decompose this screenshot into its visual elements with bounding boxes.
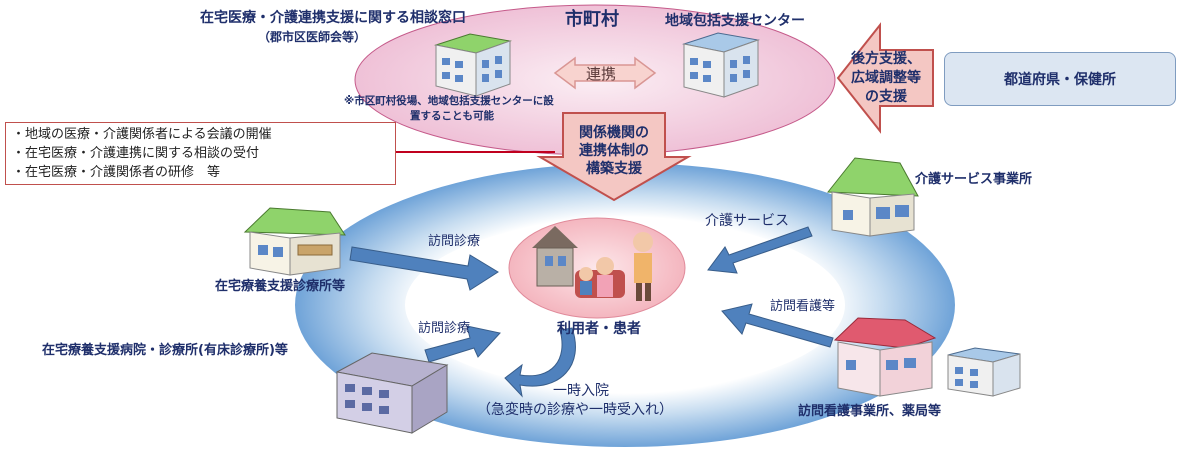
visit-nursing-flow-label: 訪問看護等 xyxy=(770,299,836,314)
visit-nursing-arrow xyxy=(721,303,834,348)
visiting-nursing-office-label: 訪問看護事業所、薬局等 xyxy=(798,404,942,419)
community-center-label: 地域包括支援センター xyxy=(665,13,805,29)
pharmacy-building-icon xyxy=(947,347,1021,397)
community-center-building-icon xyxy=(682,32,760,98)
care-service-house-icon xyxy=(826,157,919,237)
care-service-flow-label: 介護サービス xyxy=(705,213,789,229)
link-double-arrow xyxy=(553,56,657,90)
support-line-3: の支援 xyxy=(865,89,907,105)
note-line-2: 置することも可能 xyxy=(410,110,494,122)
support-line-1: 後方支援、 xyxy=(851,51,921,67)
coordination-line-3: 構築支援 xyxy=(586,161,642,177)
support-arrow xyxy=(836,22,934,134)
city-title: 市町村 xyxy=(565,9,619,30)
admission-arrow xyxy=(504,327,576,398)
visit-medical-label-2: 訪問診療 xyxy=(418,321,471,336)
note-line-1: ※市区町村役場、地域包括支援センターに設 xyxy=(344,95,554,107)
patient-family-icon xyxy=(532,226,653,301)
support-line-2: 広域調整等 xyxy=(851,70,921,86)
care-service-office-label: 介護サービス事業所 xyxy=(915,172,1033,187)
link-label: 連携 xyxy=(586,65,617,83)
coordination-line-1: 関係機関の xyxy=(579,125,649,141)
consultation-building-icon xyxy=(434,33,512,97)
visit-medical-arrow-1 xyxy=(349,246,499,291)
coordination-arrow xyxy=(536,112,692,202)
activity-item: ・在宅医療・介護連携に関する相談の受付 xyxy=(12,146,260,161)
visiting-nursing-house-icon xyxy=(833,317,937,397)
prefecture-box: 都道府県・保健所 xyxy=(944,52,1176,106)
admission-sub-label: （急変時の診療や一時受入れ） xyxy=(477,402,673,418)
activity-item: ・地域の医療・介護関係者による会議の開催 xyxy=(12,127,272,142)
coordination-arrow-text: 関係機関の 連携体制の 構築支援 xyxy=(555,124,673,178)
visit-medical-label-1: 訪問診療 xyxy=(428,234,481,249)
coordination-line-2: 連携体制の xyxy=(579,143,649,159)
consultation-window-sub: （郡市区医師会等） xyxy=(258,30,367,44)
support-arrow-text: 後方支援、 広域調整等 の支援 xyxy=(836,50,936,107)
home-clinic-label: 在宅療養支援診療所等 xyxy=(215,279,346,294)
activity-item: ・在宅医療・介護関係者の研修 等 xyxy=(12,165,221,180)
care-service-arrow xyxy=(707,226,813,274)
visit-medical-arrow-2 xyxy=(424,325,501,363)
hospital-label: 在宅療養支援病院・診療所(有床診療所)等 xyxy=(42,343,288,358)
activities-box: ・地域の医療・介護関係者による会議の開催 ・在宅医療・介護連携に関する相談の受付… xyxy=(5,122,396,185)
patient-label: 利用者・患者 xyxy=(557,321,641,337)
home-clinic-building-icon xyxy=(243,207,346,276)
consultation-window-label: 在宅医療・介護連携支援に関する相談窓口 xyxy=(200,10,466,26)
admission-label: 一時入院 xyxy=(553,383,609,399)
hospital-building-icon xyxy=(335,352,449,434)
